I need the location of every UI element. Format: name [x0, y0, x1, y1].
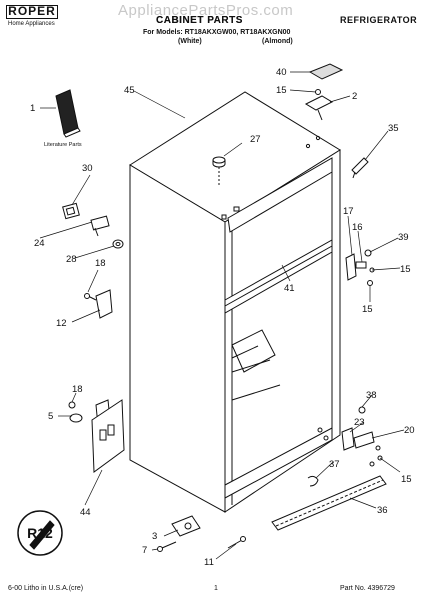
middle-hinge-part: [345, 249, 375, 286]
callout-1: 1: [30, 103, 35, 114]
callout-30: 30: [82, 163, 93, 174]
callout-41: 41: [284, 283, 295, 294]
callout-7: 7: [142, 545, 147, 556]
bracket-part-upper: [84, 289, 113, 319]
r12-label: R12: [27, 525, 53, 541]
brand-logo: ROPER: [6, 5, 58, 19]
callout-15c: 15: [362, 304, 373, 315]
callout-16: 16: [352, 222, 363, 233]
callout-17: 17: [343, 206, 354, 217]
spring-clip-part: [307, 475, 319, 487]
callout-45: 45: [124, 85, 135, 96]
callout-15a: 15: [276, 85, 287, 96]
part-number: Part No. 4396729: [340, 585, 395, 592]
callout-27: 27: [250, 134, 261, 145]
callout-20: 20: [404, 425, 415, 436]
callout-38: 38: [366, 390, 377, 401]
variant-white: (White): [178, 38, 202, 45]
models-line: For Models: RT18AKXGW00, RT18AKXGN00: [143, 29, 291, 36]
callout-numbers: 1 2 3 5 7 11 12 15 15 15 15 16 17 18 18 …: [27, 67, 414, 568]
bottom-hinge-part: [157, 515, 246, 552]
cabinet-shell: [129, 91, 341, 513]
callout-5: 5: [48, 411, 53, 422]
callout-35: 35: [388, 123, 399, 134]
grommet-part: [112, 239, 124, 249]
callout-18b: 18: [72, 384, 83, 395]
callout-28: 28: [66, 254, 77, 265]
callout-15d: 15: [401, 474, 412, 485]
brand-subtitle: Home Appliances: [8, 21, 55, 27]
latch-part: [62, 202, 110, 237]
callout-2: 2: [352, 91, 357, 102]
callout-36: 36: [377, 505, 388, 516]
r12-badge: [17, 510, 63, 556]
door-stop-plate: [91, 399, 125, 473]
toe-grille-part: [271, 475, 387, 531]
plug-part: [212, 156, 226, 185]
callout-37: 37: [329, 459, 340, 470]
top-hinge-part: [304, 89, 334, 121]
callout-24: 24: [34, 238, 45, 249]
category-label: REFRIGERATOR: [340, 15, 418, 25]
callout-15b: 15: [400, 264, 411, 275]
watermark: AppliancePartsPros.com: [118, 2, 294, 19]
callout-23: 23: [354, 417, 365, 428]
page-number: 1: [214, 585, 218, 592]
callout-40: 40: [276, 67, 287, 78]
callout-39: 39: [398, 232, 409, 243]
literature-label: Literature Parts: [44, 142, 82, 148]
callout-11: 11: [204, 557, 214, 568]
callout-3: 3: [152, 531, 157, 542]
callout-18a: 18: [95, 258, 106, 269]
variant-almond: (Almond): [262, 38, 293, 45]
litho-note: 6-00 Litho in U.S.A.(cre): [8, 585, 84, 592]
lower-hinge-part: [341, 406, 383, 467]
hinge-cover-part: [308, 63, 344, 80]
literature-booklet-part: [55, 89, 81, 138]
callout-44: 44: [80, 507, 91, 518]
page-title: CABINET PARTS: [156, 15, 243, 26]
callout-12: 12: [56, 318, 67, 329]
clip-part: [351, 157, 369, 179]
